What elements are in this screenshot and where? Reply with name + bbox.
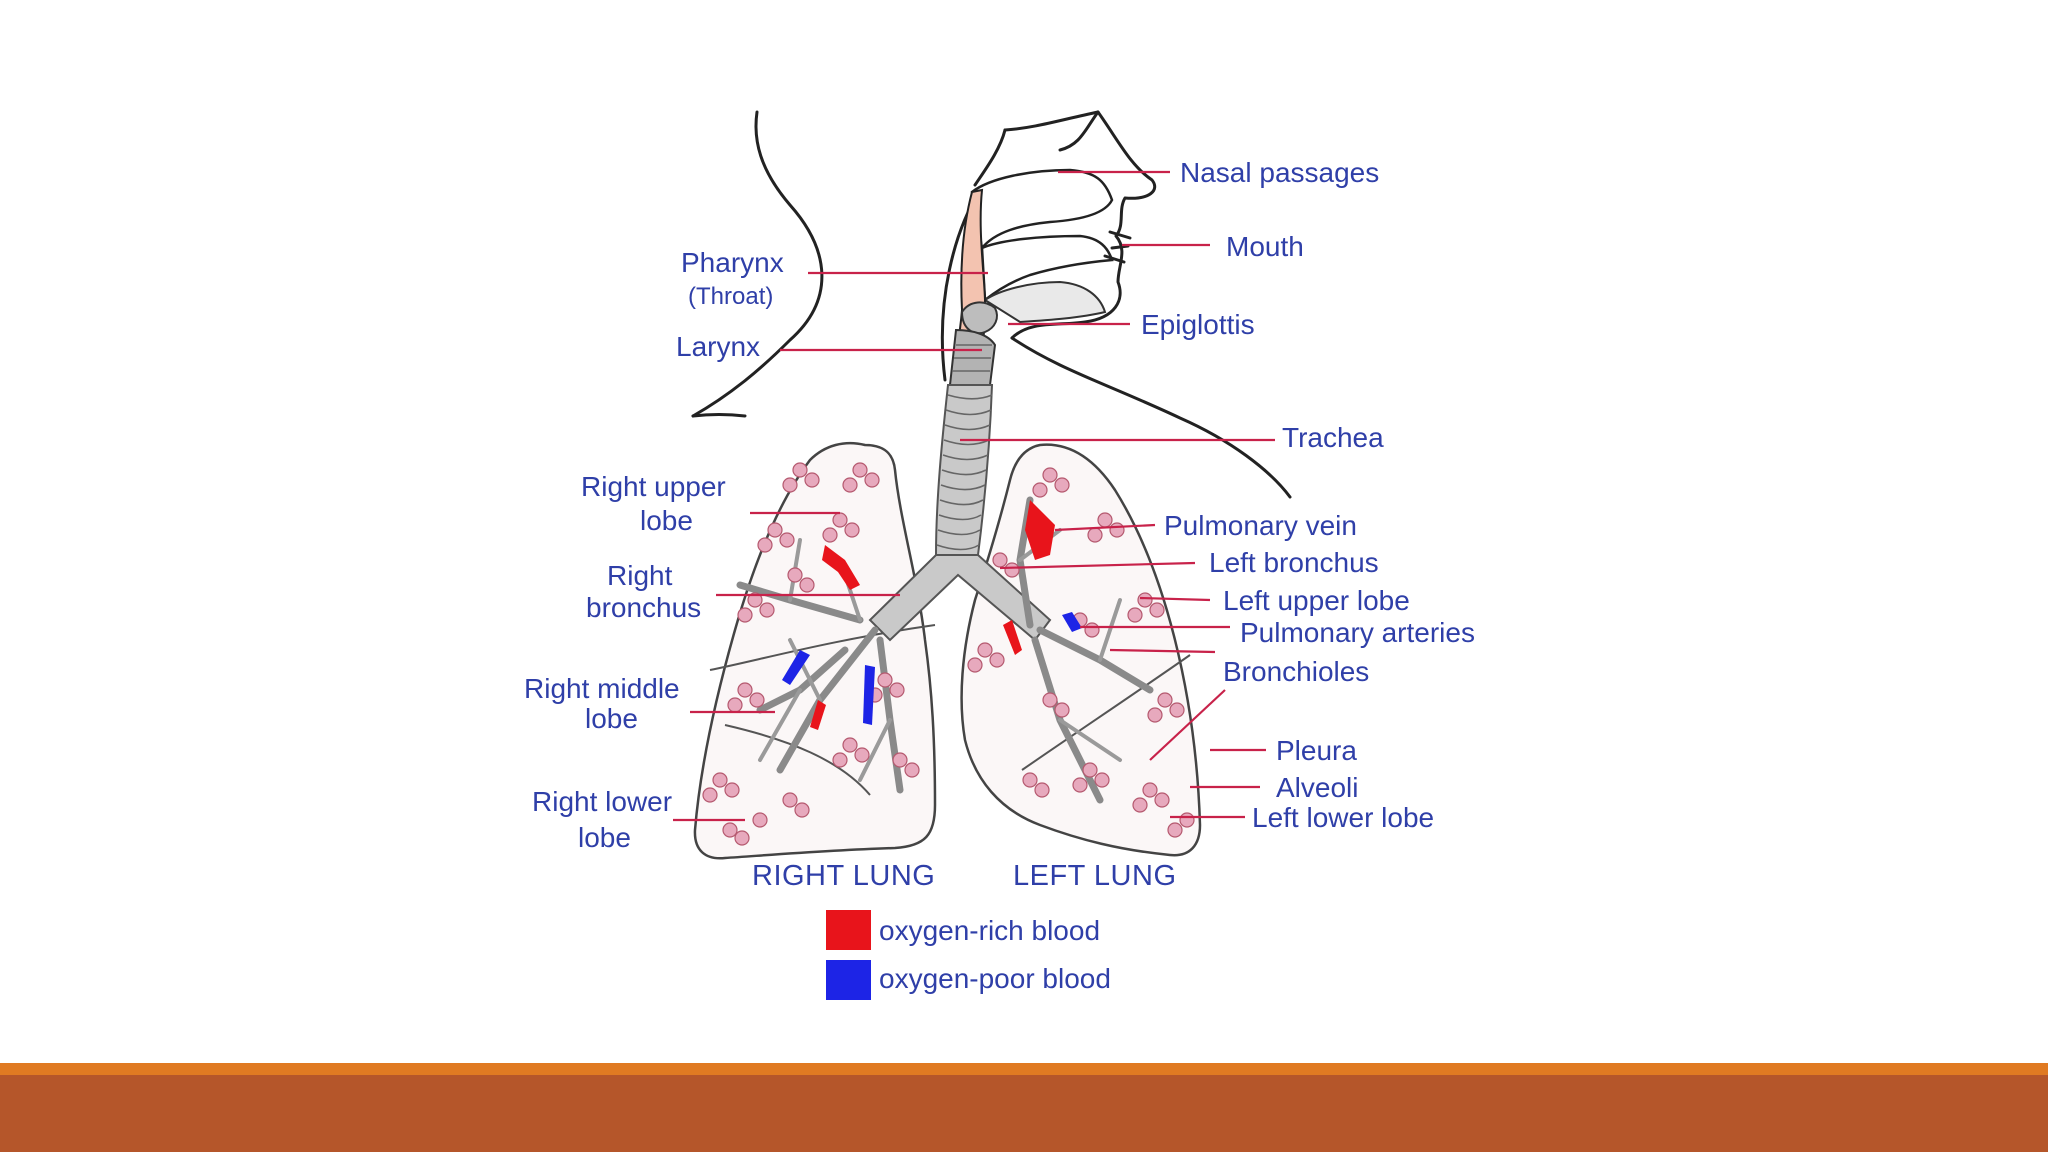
label-bronchioles: Bronchioles — [1223, 656, 1369, 687]
leader-pulmonary-vein — [1054, 523, 1156, 532]
label-left-bronchus: Left bronchus — [1209, 547, 1379, 578]
oxygen-rich-vessel — [810, 700, 826, 730]
label-left-upper-lobe: Left upper lobe — [1223, 585, 1410, 616]
label-alveoli: Alveoli — [1276, 772, 1358, 803]
oxygen-rich-vessel — [1003, 620, 1022, 655]
label-right-upper-lobe-line1: Right upper — [581, 471, 726, 502]
label-mouth: Mouth — [1226, 231, 1304, 262]
label-pulmonary-arteries: Pulmonary arteries — [1240, 617, 1475, 648]
label-right-bronchus-line1: Right — [607, 560, 673, 591]
blood-vessels — [782, 500, 1082, 730]
label-pharynx: Pharynx — [681, 247, 784, 278]
footer-accent-bar — [0, 1063, 2048, 1075]
legend-swatch-oxygen-rich — [826, 910, 871, 950]
leader-alveoli-1 — [1149, 689, 1226, 761]
oxygen-poor-vessel — [1062, 612, 1082, 632]
label-right-bronchus-line2: bronchus — [586, 592, 701, 623]
label-right-middle-lobe-line1: Right middle — [524, 673, 680, 704]
label-right-lung: RIGHT LUNG — [752, 860, 935, 892]
label-right-lower-lobe-line1: Right lower — [532, 786, 672, 817]
label-right-upper-lobe-line2: lobe — [640, 505, 693, 536]
label-throat: (Throat) — [688, 283, 773, 310]
label-pleura: Pleura — [1276, 735, 1357, 766]
footer-bar — [0, 1075, 2048, 1152]
label-larynx: Larynx — [676, 331, 760, 362]
leader-left-bronchus — [999, 561, 1196, 570]
legend-label-oxygen-rich: oxygen-rich blood — [879, 915, 1100, 946]
legend: oxygen-rich blood oxygen-poor blood — [826, 910, 1111, 1000]
nasal-oral-cavity — [970, 168, 1132, 324]
label-right-lower-lobe-line2: lobe — [578, 822, 631, 853]
legend-swatch-oxygen-poor — [826, 960, 871, 1000]
oxygen-poor-vessel — [863, 665, 875, 725]
leader-bronchioles — [1109, 648, 1216, 654]
label-epiglottis: Epiglottis — [1141, 309, 1255, 340]
label-trachea: Trachea — [1282, 422, 1384, 453]
label-pulmonary-vein: Pulmonary vein — [1164, 510, 1357, 541]
larynx-shape — [948, 301, 998, 386]
label-left-lung: LEFT LUNG — [1013, 860, 1177, 892]
label-right-middle-lobe-line2: lobe — [585, 703, 638, 734]
label-left-lower-lobe: Left lower lobe — [1252, 802, 1434, 833]
oxygen-poor-vessel — [782, 650, 810, 685]
oxygen-rich-vessel — [822, 545, 860, 590]
oxygen-rich-vessel — [1025, 500, 1055, 560]
leader-lines — [673, 170, 1275, 822]
legend-label-oxygen-poor: oxygen-poor blood — [879, 963, 1111, 994]
trachea-shape — [934, 384, 994, 556]
labels: Nasal passages Mouth Pharynx (Throat) Ep… — [524, 157, 1475, 892]
label-nasal-passages: Nasal passages — [1180, 157, 1379, 188]
head-neck-outline — [691, 110, 1292, 499]
leader-left-upper-lobe — [1139, 596, 1211, 602]
